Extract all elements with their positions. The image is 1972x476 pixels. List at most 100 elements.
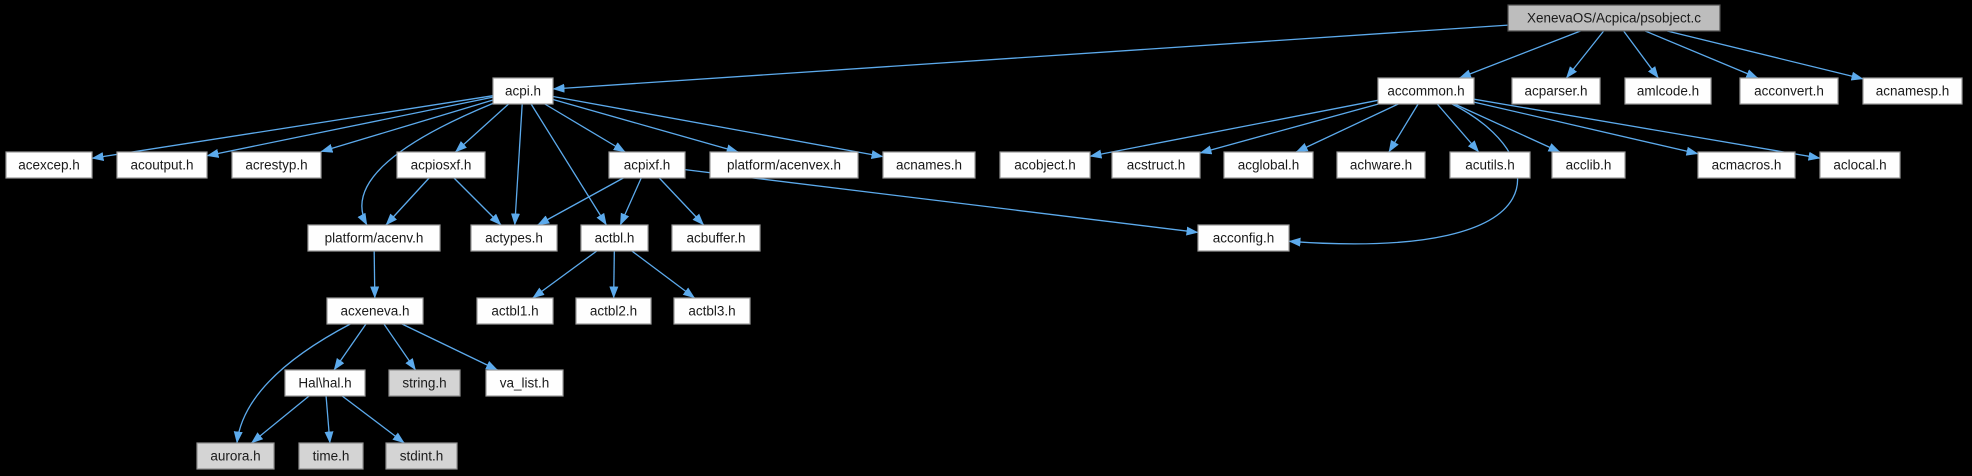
edge-actbl-actbl1 (532, 250, 598, 299)
node-accommon[interactable]: accommon.h (1377, 77, 1475, 105)
node-box (485, 369, 564, 397)
node-acpi[interactable]: acpi.h (492, 77, 554, 105)
node-label-aclocal: aclocal.h (1833, 158, 1886, 173)
edge-acxeneva-aurora (233, 323, 351, 444)
node-box (388, 369, 461, 397)
node-acoutput[interactable]: acoutput.h (116, 151, 208, 179)
node-stdint[interactable]: stdint.h (385, 442, 458, 470)
node-label-actbl2: actbl2.h (590, 304, 637, 319)
edge-psobject-acconvert (1644, 30, 1759, 79)
node-acenvex[interactable]: platform/acenvex.h (709, 151, 859, 179)
node-actbl2[interactable]: actbl2.h (575, 297, 652, 325)
node-label-acconvert: acconvert.h (1754, 84, 1824, 99)
node-label-amlcode: amlcode.h (1637, 84, 1699, 99)
edge-acpiosxf-acenv (385, 177, 430, 226)
node-label-string: string.h (402, 376, 446, 391)
node-acnamesp[interactable]: acnamesp.h (1862, 77, 1963, 105)
node-box (1511, 77, 1601, 105)
node-time[interactable]: time.h (298, 442, 364, 470)
node-actypes[interactable]: actypes.h (470, 224, 558, 252)
node-box (1551, 151, 1626, 179)
edge-acpi-acrestyp (320, 99, 494, 153)
node-string[interactable]: string.h (388, 369, 461, 397)
node-actbl[interactable]: actbl.h (580, 224, 649, 252)
node-actbl1[interactable]: actbl1.h (476, 297, 554, 325)
node-acparser[interactable]: acparser.h (1511, 77, 1601, 105)
node-box (671, 224, 761, 252)
node-label-acnamesp: acnamesp.h (1876, 84, 1950, 99)
node-box (5, 151, 93, 179)
node-acconfig[interactable]: acconfig.h (1197, 224, 1290, 252)
node-hal[interactable]: Hal\hal.h (284, 369, 366, 397)
node-actbl3[interactable]: actbl3.h (673, 297, 751, 325)
node-box (231, 151, 322, 179)
node-acobject[interactable]: acobject.h (999, 151, 1091, 179)
node-label-acenv: platform/acenv.h (325, 231, 424, 246)
node-acconvert[interactable]: acconvert.h (1739, 77, 1839, 105)
node-aclocal[interactable]: aclocal.h (1819, 151, 1901, 179)
edge-acpixf-acconfig (684, 169, 1199, 236)
node-box (470, 224, 558, 252)
edge-actbl-actbl3 (631, 250, 696, 299)
node-amlcode[interactable]: amlcode.h (1624, 77, 1712, 105)
edge-accommon-acmacros (1473, 101, 1699, 156)
node-acexcep[interactable]: acexcep.h (5, 151, 93, 179)
edge-accommon-acconfig (1288, 103, 1519, 247)
edge-acpixf-acbuffer (658, 177, 705, 226)
node-label-acxeneva: acxeneva.h (340, 304, 409, 319)
edge-acpi-acpiosxf (454, 103, 510, 153)
node-acrestyp[interactable]: acrestyp.h (231, 151, 322, 179)
node-box (196, 442, 275, 470)
node-acglobal[interactable]: acglobal.h (1223, 151, 1314, 179)
edge-acenv-acxeneva (370, 250, 380, 299)
node-label-acutils: acutils.h (1465, 158, 1515, 173)
node-label-acstruct: acstruct.h (1127, 158, 1186, 173)
node-label-acobject: acobject.h (1014, 158, 1076, 173)
node-acpiosxf[interactable]: acpiosxf.h (396, 151, 486, 179)
node-acnames[interactable]: acnames.h (882, 151, 976, 179)
node-label-actbl3: actbl3.h (688, 304, 735, 319)
node-label-achware: achware.h (1350, 158, 1412, 173)
node-label-acpi: acpi.h (505, 84, 541, 99)
node-aurora[interactable]: aurora.h (196, 442, 275, 470)
node-box (307, 224, 441, 252)
node-box (1197, 224, 1290, 252)
edge-accommon-acobject (1089, 99, 1379, 159)
node-box (1223, 151, 1314, 179)
node-acbuffer[interactable]: acbuffer.h (671, 224, 761, 252)
edge-acxeneva-hal (333, 323, 367, 371)
node-box (1449, 151, 1531, 179)
node-box (999, 151, 1091, 179)
node-acstruct[interactable]: acstruct.h (1111, 151, 1201, 179)
edge-accommon-acclib (1454, 103, 1561, 153)
node-acclib[interactable]: acclib.h (1551, 151, 1626, 179)
node-label-acmacros: acmacros.h (1712, 158, 1782, 173)
node-box (1111, 151, 1201, 179)
node-achware[interactable]: achware.h (1336, 151, 1426, 179)
node-label-acoutput: acoutput.h (130, 158, 193, 173)
node-box (1697, 151, 1796, 179)
node-label-acexcep: acexcep.h (18, 158, 80, 173)
node-label-actbl1: actbl1.h (491, 304, 538, 319)
node-box (882, 151, 976, 179)
edge-accommon-achware (1388, 103, 1419, 153)
edge-acpi-actypes (511, 103, 523, 226)
node-label-actypes: actypes.h (485, 231, 543, 246)
node-box (476, 297, 554, 325)
node-valist[interactable]: va_list.h (485, 369, 564, 397)
node-acxeneva[interactable]: acxeneva.h (326, 297, 424, 325)
node-psobject: XenevaOS/Acpica/psobject.c (1507, 4, 1721, 32)
node-label-acbuffer: acbuffer.h (686, 231, 745, 246)
node-acmacros[interactable]: acmacros.h (1697, 151, 1796, 179)
node-box (284, 369, 366, 397)
edge-acpixf-actbl (619, 177, 642, 226)
node-acenv[interactable]: platform/acenv.h (307, 224, 441, 252)
node-label-acenvex: platform/acenvex.h (727, 158, 841, 173)
node-acutils[interactable]: acutils.h (1449, 151, 1531, 179)
edge-psobject-acnamesp (1667, 30, 1864, 81)
edge-acpi-acenv (357, 102, 494, 226)
node-acpixf[interactable]: acpixf.h (608, 151, 686, 179)
edge-psobject-amlcode (1623, 30, 1659, 79)
